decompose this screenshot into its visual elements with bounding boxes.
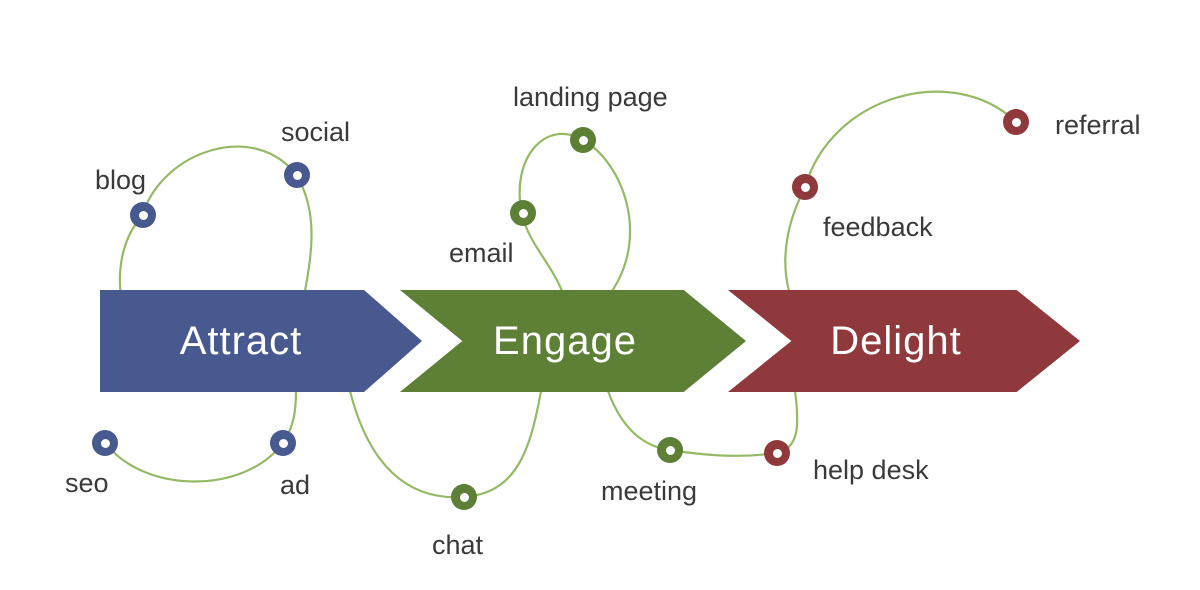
stage-attract-label: Attract: [179, 318, 303, 363]
node-dot-center: [800, 182, 810, 192]
node-dot-seo: [92, 430, 118, 456]
node-dot-center: [518, 208, 528, 218]
node-dot-center: [292, 170, 302, 180]
stage-engage-label: Engage: [493, 318, 637, 363]
connector-path-attract-bottom: [105, 390, 298, 483]
node-dot-social: [284, 162, 310, 188]
connector-path-engage-bottom: [606, 390, 799, 457]
node-label-ad: ad: [280, 470, 311, 500]
node-dot-feedback: [792, 174, 818, 200]
connector-path-delight: [784, 90, 1016, 292]
node-dot-center: [138, 210, 148, 220]
stage-delight-label: Delight: [830, 318, 962, 363]
node-dot-center: [459, 492, 469, 502]
node-dot-ad: [270, 430, 296, 456]
node-label-chat: chat: [432, 530, 484, 560]
node-dot-center: [665, 445, 675, 455]
connector-path-chat: [348, 390, 543, 499]
node-label-feedback: feedback: [823, 212, 933, 242]
node-dot-center: [100, 438, 110, 448]
node-label-landing-page: landing page: [513, 82, 668, 112]
node-label-help-desk: help desk: [813, 455, 929, 485]
node-dot-landing-page: [570, 127, 596, 153]
stage-attract: Attract: [100, 290, 422, 392]
node-dot-center: [772, 448, 782, 458]
node-dot-blog: [130, 202, 156, 228]
node-dot-center: [278, 438, 288, 448]
node-dot-chat: [451, 484, 477, 510]
node-dot-center: [1011, 117, 1021, 127]
node-label-email: email: [449, 238, 514, 268]
node-dot-help-desk: [764, 440, 790, 466]
node-dot-center: [578, 135, 588, 145]
node-label-referral: referral: [1055, 110, 1141, 140]
node-label-blog: blog: [95, 165, 147, 195]
node-dot-meeting: [657, 437, 683, 463]
connector-path-engage-top: [518, 132, 632, 292]
node-dot-referral: [1003, 109, 1029, 135]
node-label-social: social: [281, 117, 351, 147]
node-label-meeting: meeting: [601, 476, 698, 506]
node-label-seo: seo: [65, 468, 109, 498]
node-dot-email: [510, 200, 536, 226]
